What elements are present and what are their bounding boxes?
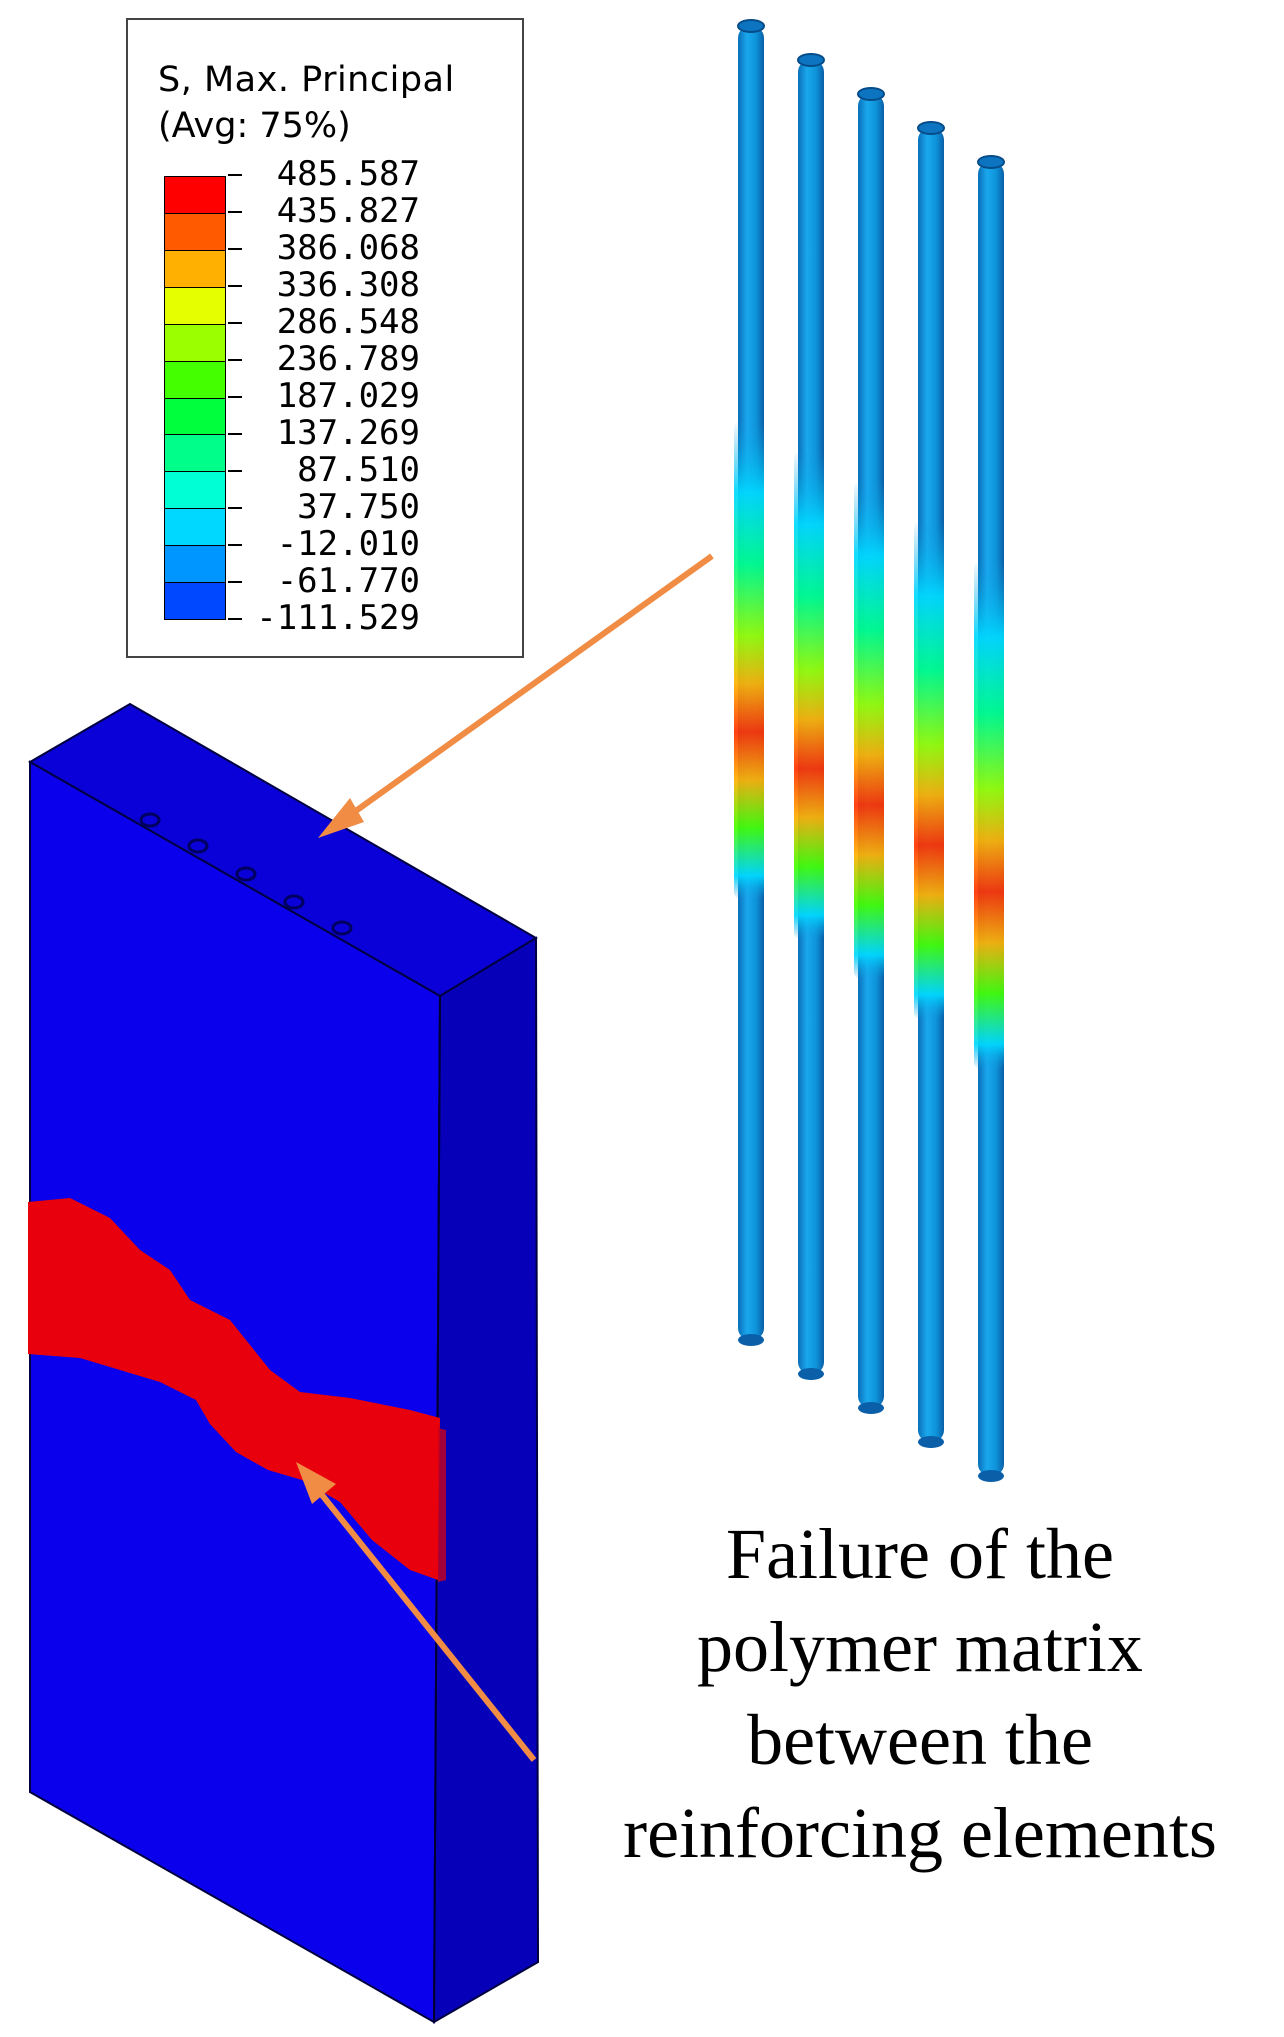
legend-value: 37.750 [228,489,518,526]
legend-color-scale [164,176,226,620]
legend-subtitle: (Avg: 75%) [158,106,351,146]
rod-5 [974,155,1005,1482]
legend-value: 336.308 [228,267,518,304]
polymer-matrix-block [27,702,540,2024]
legend-value: 137.269 [228,415,518,452]
legend-value: -111.529 [228,600,518,637]
legend-swatch [165,398,225,436]
rod-1 [734,19,765,1346]
legend-swatch [165,250,225,288]
caption-line: between the [747,1700,1093,1780]
annotation-arrows [296,553,714,1762]
legend-swatch [165,583,225,620]
arrow-rods-to-block [344,553,714,821]
failure-caption: Failure of the polymer matrix between the r… [560,1508,1280,1880]
caption-line: polymer matrix [697,1607,1143,1687]
reinforcing-rods [734,19,1005,1482]
legend-swatch [165,472,225,510]
rod-3 [854,87,885,1414]
legend-swatch [165,435,225,473]
legend-value: -61.770 [228,563,518,600]
legend-swatch [165,546,225,584]
legend-swatch [165,213,225,251]
legend-value: 187.029 [228,378,518,415]
legend-swatch [165,324,225,362]
legend-value: 485.587 [228,156,518,193]
legend-value: -12.010 [228,526,518,563]
legend-value: 236.789 [228,341,518,378]
legend-value: 286.548 [228,304,518,341]
legend-swatch [165,177,225,214]
legend-value: 386.068 [228,230,518,267]
rod-2 [794,53,825,1380]
legend-swatch [165,287,225,325]
failure-zone [28,1198,440,1580]
matrix-top-rod-ends [139,812,353,936]
caption-line: reinforcing elements [623,1793,1217,1873]
rod-4 [914,121,945,1448]
arrow-caption-to-failure [315,1488,537,1762]
caption-line: Failure of the [726,1514,1114,1594]
legend-title: S, Max. Principal [158,60,455,100]
legend-swatch [165,361,225,399]
legend-value: 87.510 [228,452,518,489]
legend-value: 435.827 [228,193,518,230]
arrow-head-block [318,798,364,838]
legend-swatch [165,509,225,547]
matrix-side-face [432,936,540,2024]
arrow-head-failure [296,1462,336,1504]
